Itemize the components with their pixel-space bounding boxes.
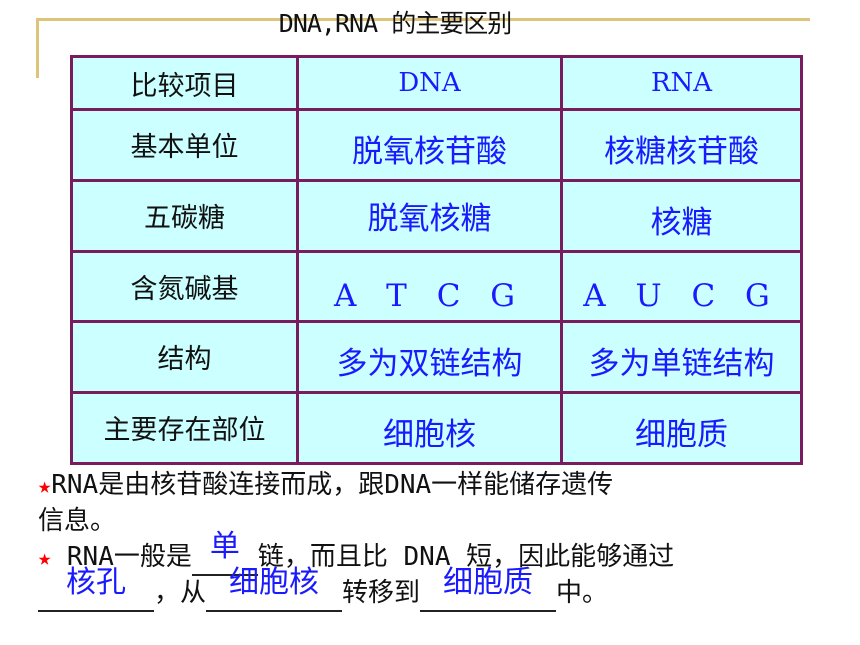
note-text: 转移到	[342, 578, 421, 608]
header-cell-item: 比较项目	[70, 54, 299, 112]
frame-top-line	[36, 18, 810, 21]
fill-blank: 细胞核	[206, 566, 343, 612]
dna-value: 细胞核	[296, 391, 563, 465]
rna-value: A U C G	[560, 249, 803, 324]
row-label: 结构	[70, 320, 299, 395]
page-title: DNA,RNA 的主要区别	[278, 9, 512, 38]
dna-value: 脱氧核糖	[296, 178, 563, 253]
row-label: 五碳糖	[70, 178, 299, 253]
table-row: 主要存在部位 细胞核 细胞质	[70, 391, 803, 465]
note-paragraph-2: ★ RNA一般是单链，而且比 DNA 短，因此能够通过	[38, 530, 675, 576]
rna-value: 多为单链结构	[560, 320, 803, 395]
blank-answer: 细胞质	[443, 565, 534, 600]
table-row: 五碳糖 脱氧核糖 核糖	[70, 178, 803, 253]
table-row: 基本单位 脱氧核苷酸 核糖核苷酸	[70, 108, 803, 182]
note-text: RNA是由核苷酸连接而成，跟DNA一样能储存遗传	[51, 470, 614, 500]
table-header-row: 比较项目 DNA RNA	[70, 54, 803, 112]
table-row: 结构 多为双链结构 多为单链结构	[70, 320, 803, 395]
blank-answer: 核孔	[66, 565, 126, 600]
fill-blank: 细胞质	[420, 566, 557, 612]
comparison-table: 比较项目 DNA RNA 基本单位 脱氧核苷酸 核糖核苷酸 五碳糖 脱氧核糖 核…	[70, 54, 803, 465]
star-icon: ★	[38, 546, 52, 571]
row-label: 基本单位	[70, 108, 299, 182]
dna-value: A T C G	[296, 249, 563, 324]
rna-value: 细胞质	[560, 391, 803, 465]
note-text: 链，而且比 DNA 短，因此能够通过	[257, 542, 675, 572]
row-label: 主要存在部位	[70, 391, 299, 465]
fill-blank: 核孔	[38, 566, 154, 612]
rna-value: 核糖	[560, 178, 803, 253]
row-label: 含氮碱基	[70, 249, 299, 324]
table-row: 含氮碱基 A T C G A U C G	[70, 249, 803, 324]
note-text: ，从	[154, 578, 207, 608]
note-text: RNA一般是	[66, 542, 192, 572]
note-text: 信息。	[38, 506, 117, 536]
header-cell-rna: RNA	[560, 54, 803, 112]
note-text: 中。	[556, 578, 609, 608]
frame-left-line	[36, 18, 39, 78]
note-paragraph-3: 核孔 ，从细胞核转移到细胞质中。	[38, 566, 609, 612]
rna-value: 核糖核苷酸	[560, 108, 803, 182]
dna-value: 多为双链结构	[296, 320, 563, 395]
fill-blank: 单	[191, 530, 258, 576]
dna-value: 脱氧核苷酸	[296, 108, 563, 182]
blank-answer: 单	[209, 529, 240, 564]
blank-answer: 细胞核	[229, 565, 320, 600]
note-paragraph-1: ★RNA是由核苷酸连接而成，跟DNA一样能储存遗传 信息。	[38, 468, 613, 538]
header-cell-dna: DNA	[296, 54, 563, 112]
star-icon: ★	[38, 474, 52, 499]
